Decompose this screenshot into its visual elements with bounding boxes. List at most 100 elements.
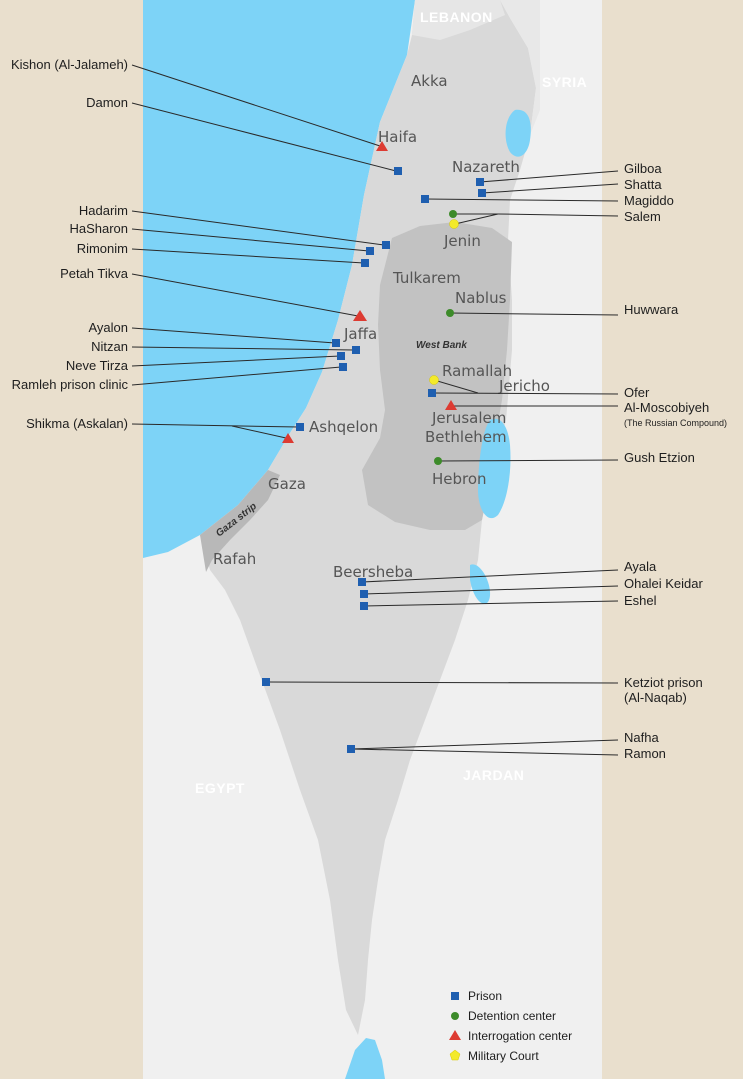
label-nitzan: Nitzan	[91, 339, 128, 354]
interrogation-markers	[282, 141, 457, 443]
legend-interrogation-label: Interrogation center	[468, 1029, 572, 1043]
city-label-gaza: Gaza	[268, 475, 306, 493]
marker-ayalon[interactable]	[332, 339, 340, 347]
marker-kishon[interactable]	[376, 141, 388, 151]
marker-salem-detention[interactable]	[449, 210, 457, 218]
label-rimonim: Rimonim	[77, 241, 128, 256]
marker-huwwara[interactable]	[446, 309, 454, 317]
country-label-lebanon: LEBANON	[420, 9, 493, 25]
marker-shikma-interrogation[interactable]	[282, 433, 294, 443]
marker-petah-tikva[interactable]	[353, 310, 367, 321]
marker-damon[interactable]	[394, 167, 402, 175]
leader-shatta	[481, 183, 619, 194]
leader-lines-right	[265, 170, 619, 756]
label-damon: Damon	[86, 95, 128, 110]
label-ketziot-1: Ketziot prison	[624, 675, 703, 690]
sea-of-galilee	[505, 109, 531, 157]
dead-sea-south	[470, 564, 491, 604]
leader-damon	[131, 102, 397, 172]
gaza-strip	[200, 470, 280, 572]
label-ohalei-keidar: Ohalei Keidar	[624, 576, 703, 591]
west-bank	[362, 222, 512, 530]
marker-ketziot[interactable]	[262, 678, 270, 686]
legend: Prison Detention center Interrogation ce…	[449, 989, 572, 1063]
city-label-bethlehem: Bethlehem	[425, 428, 507, 446]
leader-petah-tikva	[131, 273, 359, 317]
marker-moscobiyeh[interactable]	[445, 400, 457, 410]
label-shatta: Shatta	[624, 177, 662, 192]
prison-markers	[262, 167, 486, 753]
marker-shikma[interactable]	[296, 423, 304, 431]
marker-rimonim[interactable]	[361, 259, 369, 267]
city-label-jaffa: Jaffa	[343, 325, 377, 343]
legend-detention-label: Detention center	[468, 1009, 556, 1023]
leader-gilboa	[479, 170, 619, 183]
leader-ketziot	[265, 681, 619, 684]
leader-eshel	[363, 600, 619, 607]
label-moscobiyeh: Al-Moscobiyeh	[624, 400, 709, 415]
label-huwwara: Huwwara	[624, 302, 679, 317]
marker-neve-tirza[interactable]	[337, 352, 345, 360]
leader-salem-c	[454, 213, 499, 225]
label-ofer: Ofer	[624, 385, 650, 400]
leader-rimonim	[131, 248, 365, 264]
leader-shikma-a	[131, 423, 299, 428]
leader-nitzan	[131, 346, 355, 351]
label-kishon: Kishon (Al-Jalameh)	[11, 57, 128, 72]
legend-prison-swatch	[451, 992, 459, 1000]
marker-shatta[interactable]	[478, 189, 486, 197]
country-label-jordan: JARDAN	[463, 767, 524, 783]
marker-salem-court[interactable]	[449, 219, 459, 229]
marker-nafha-ramon[interactable]	[347, 745, 355, 753]
label-ayala: Ayala	[624, 559, 657, 574]
marker-ayala[interactable]	[358, 578, 366, 586]
marker-magiddo[interactable]	[421, 195, 429, 203]
city-label-rafah: Rafah	[213, 550, 256, 568]
gulf-of-aqaba	[345, 1038, 385, 1079]
label-gilboa: Gilboa	[624, 161, 662, 176]
leader-hasharon	[131, 228, 370, 252]
label-hasharon: HaSharon	[69, 221, 128, 236]
city-label-hebron: Hebron	[432, 470, 487, 488]
leader-ramon	[350, 748, 619, 756]
label-hadarim: Hadarim	[79, 203, 128, 218]
label-eshel: Eshel	[624, 593, 657, 608]
marker-ohalei-keidar[interactable]	[360, 590, 368, 598]
marker-hasharon[interactable]	[366, 247, 374, 255]
leader-gush-etzion	[437, 459, 619, 462]
country-label-egypt: EGYPT	[195, 780, 245, 796]
marker-nitzan[interactable]	[352, 346, 360, 354]
marker-ofer[interactable]	[428, 389, 436, 397]
leader-hadarim	[131, 210, 385, 246]
marker-ofer-court[interactable]	[429, 375, 439, 385]
leader-ayala	[361, 569, 619, 583]
lebanon-land	[412, 0, 505, 40]
mediterranean-sea	[143, 0, 415, 558]
region-label-west-bank: West Bank	[416, 340, 467, 351]
marker-eshel[interactable]	[360, 602, 368, 610]
leader-neve-tirza	[131, 355, 341, 367]
label-shikma: Shikma (Askalan)	[26, 416, 128, 431]
label-ayalon: Ayalon	[88, 320, 128, 335]
leader-ramleh	[131, 366, 342, 386]
label-moscobiyeh-sub: (The Russian Compound)	[624, 418, 727, 428]
marker-ramleh[interactable]	[339, 363, 347, 371]
label-neve-tirza: Neve Tirza	[66, 358, 129, 373]
marker-gush-etzion[interactable]	[434, 457, 442, 465]
detention-markers	[434, 210, 457, 465]
city-label-nablus: Nablus	[455, 289, 507, 307]
marker-hadarim[interactable]	[382, 241, 390, 249]
leader-huwwara	[449, 312, 619, 316]
label-ramon: Ramon	[624, 746, 666, 761]
city-label-nazareth: Nazareth	[452, 158, 520, 176]
city-label-ashqelon: Ashqelon	[309, 418, 378, 436]
legend-detention-swatch	[451, 1012, 459, 1020]
city-label-jericho: Jericho	[498, 377, 550, 395]
military-court-markers	[429, 219, 459, 385]
leader-ofer-a	[433, 379, 479, 394]
country-label-syria: SYRIA	[542, 74, 587, 90]
legend-prison-label: Prison	[468, 989, 502, 1003]
marker-gilboa[interactable]	[476, 178, 484, 186]
